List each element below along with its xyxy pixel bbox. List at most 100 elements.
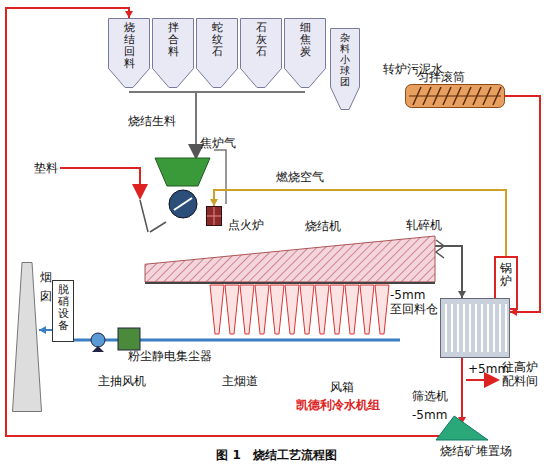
arrow-head	[39, 326, 46, 334]
crusher	[436, 240, 444, 258]
node-text: 脱硝设备	[58, 284, 69, 332]
feed-drum	[169, 190, 197, 218]
drum-node: 匀拌滚筒	[405, 84, 505, 108]
collector-line	[129, 91, 305, 93]
cooler-fin	[445, 304, 447, 352]
silo-body	[331, 29, 360, 110]
silo-body	[109, 19, 150, 88]
connector-line	[6, 8, 442, 436]
node-text: 烧结回料	[124, 22, 135, 70]
node-text: 筛选机	[412, 389, 448, 403]
ign-outline	[206, 206, 222, 226]
connector-line	[435, 246, 462, 298]
chute	[140, 200, 166, 232]
electrostatic-precipitator	[118, 328, 140, 350]
cooler-fin	[493, 304, 495, 352]
silo-node: 蛇纹石	[196, 18, 238, 88]
cooler-fin	[475, 304, 477, 352]
pad-feed-line	[60, 168, 140, 196]
silo-node: 杂料小球团	[330, 28, 360, 110]
text-label: -5mm	[412, 408, 447, 422]
cooler-fin	[487, 304, 489, 352]
text-label: 焦炉气	[200, 136, 236, 150]
text-label: 粉尘静电集尘器	[128, 349, 212, 363]
cooler-fin	[469, 304, 471, 352]
wind-box	[270, 285, 284, 334]
text-label: 主烟道	[222, 374, 258, 388]
node-text: 石灰石	[256, 22, 267, 58]
denitration-box	[53, 281, 74, 342]
figure-caption: 图 1 烧结工艺流程图	[0, 447, 553, 464]
wind-box	[225, 285, 239, 334]
text-label: 风箱	[330, 380, 354, 394]
cooler-fin	[451, 304, 453, 352]
silo-body	[197, 19, 238, 88]
text-label: 凯德利冷水机组	[296, 398, 380, 412]
wind-box	[300, 285, 314, 334]
node-text: 拌合料	[168, 22, 179, 58]
node-text-holder: 杂料小球团	[330, 28, 360, 87]
node-label-holder: 烟囱	[40, 266, 52, 304]
cooler-fin	[463, 304, 465, 352]
node-text-holder: 拌合料	[152, 18, 194, 58]
main-fan	[91, 333, 105, 347]
node-label-holder: 筛选机	[412, 385, 448, 404]
band-node: 烧结机	[145, 232, 435, 284]
text-label: 往高炉配料间	[502, 360, 542, 389]
text-label: 轧碎机	[406, 218, 442, 232]
text-label: 主抽风机	[98, 374, 146, 388]
wind-box	[360, 285, 374, 334]
wind-box	[315, 285, 329, 334]
node-text-holder: 细焦炭	[284, 18, 326, 58]
flow-connector	[39, 326, 52, 334]
wind-box	[330, 285, 344, 334]
text-label: 燃烧空气	[276, 170, 324, 184]
drum-body	[406, 85, 505, 108]
silo-node: 细焦炭	[284, 18, 326, 88]
feed-drum-mark	[174, 198, 192, 210]
hopper	[155, 158, 210, 186]
chimney-body	[13, 263, 42, 412]
boxv-node: 脱硝设备	[52, 280, 74, 342]
fan-stand	[92, 346, 104, 352]
cooler-body	[441, 299, 510, 358]
band-outline	[145, 232, 435, 284]
flow-connector	[458, 358, 466, 424]
wind-box	[345, 285, 359, 334]
cooler-fin	[505, 304, 507, 352]
arrow-head	[210, 199, 218, 206]
flow-connector	[435, 246, 466, 298]
strand-frame	[145, 282, 435, 284]
node-text: 蛇纹石	[212, 22, 223, 58]
flow-connector	[6, 8, 442, 436]
cooler-fin	[499, 304, 501, 352]
silo-body	[153, 19, 194, 88]
node-text-holder: 脱硝设备	[52, 280, 74, 332]
chim-outline	[12, 262, 42, 412]
feed-line	[195, 92, 197, 156]
wind-box-group	[210, 285, 389, 334]
text-label: 垫料	[34, 161, 58, 175]
node-text-holder: 蛇纹石	[196, 18, 238, 58]
node-text: 细焦炭	[300, 22, 311, 58]
connector-line	[461, 358, 463, 424]
silo-node: 烧结回料	[108, 18, 150, 88]
node-label-holder: 烧结机	[305, 215, 341, 234]
silo-body	[241, 19, 282, 88]
node-text: 锅炉	[500, 262, 512, 288]
node-text-holder: 烧结回料	[108, 18, 150, 70]
cooler-fin	[457, 304, 459, 352]
drum-outline	[405, 84, 505, 108]
arrow-head	[125, 11, 133, 18]
text-label: 烧结生料	[128, 114, 176, 128]
node-text: 杂料小球团	[340, 32, 350, 87]
node-text: 点火炉	[228, 218, 264, 232]
ignition-grid	[207, 207, 221, 225]
drum-axis	[409, 96, 501, 97]
node-text: 烧结机	[305, 219, 341, 233]
wind-box	[255, 285, 269, 334]
node-text-holder: 石灰石	[240, 18, 282, 58]
cooler-fin	[481, 304, 483, 352]
node-label-holder: 烧结矿堆置场	[440, 440, 512, 459]
